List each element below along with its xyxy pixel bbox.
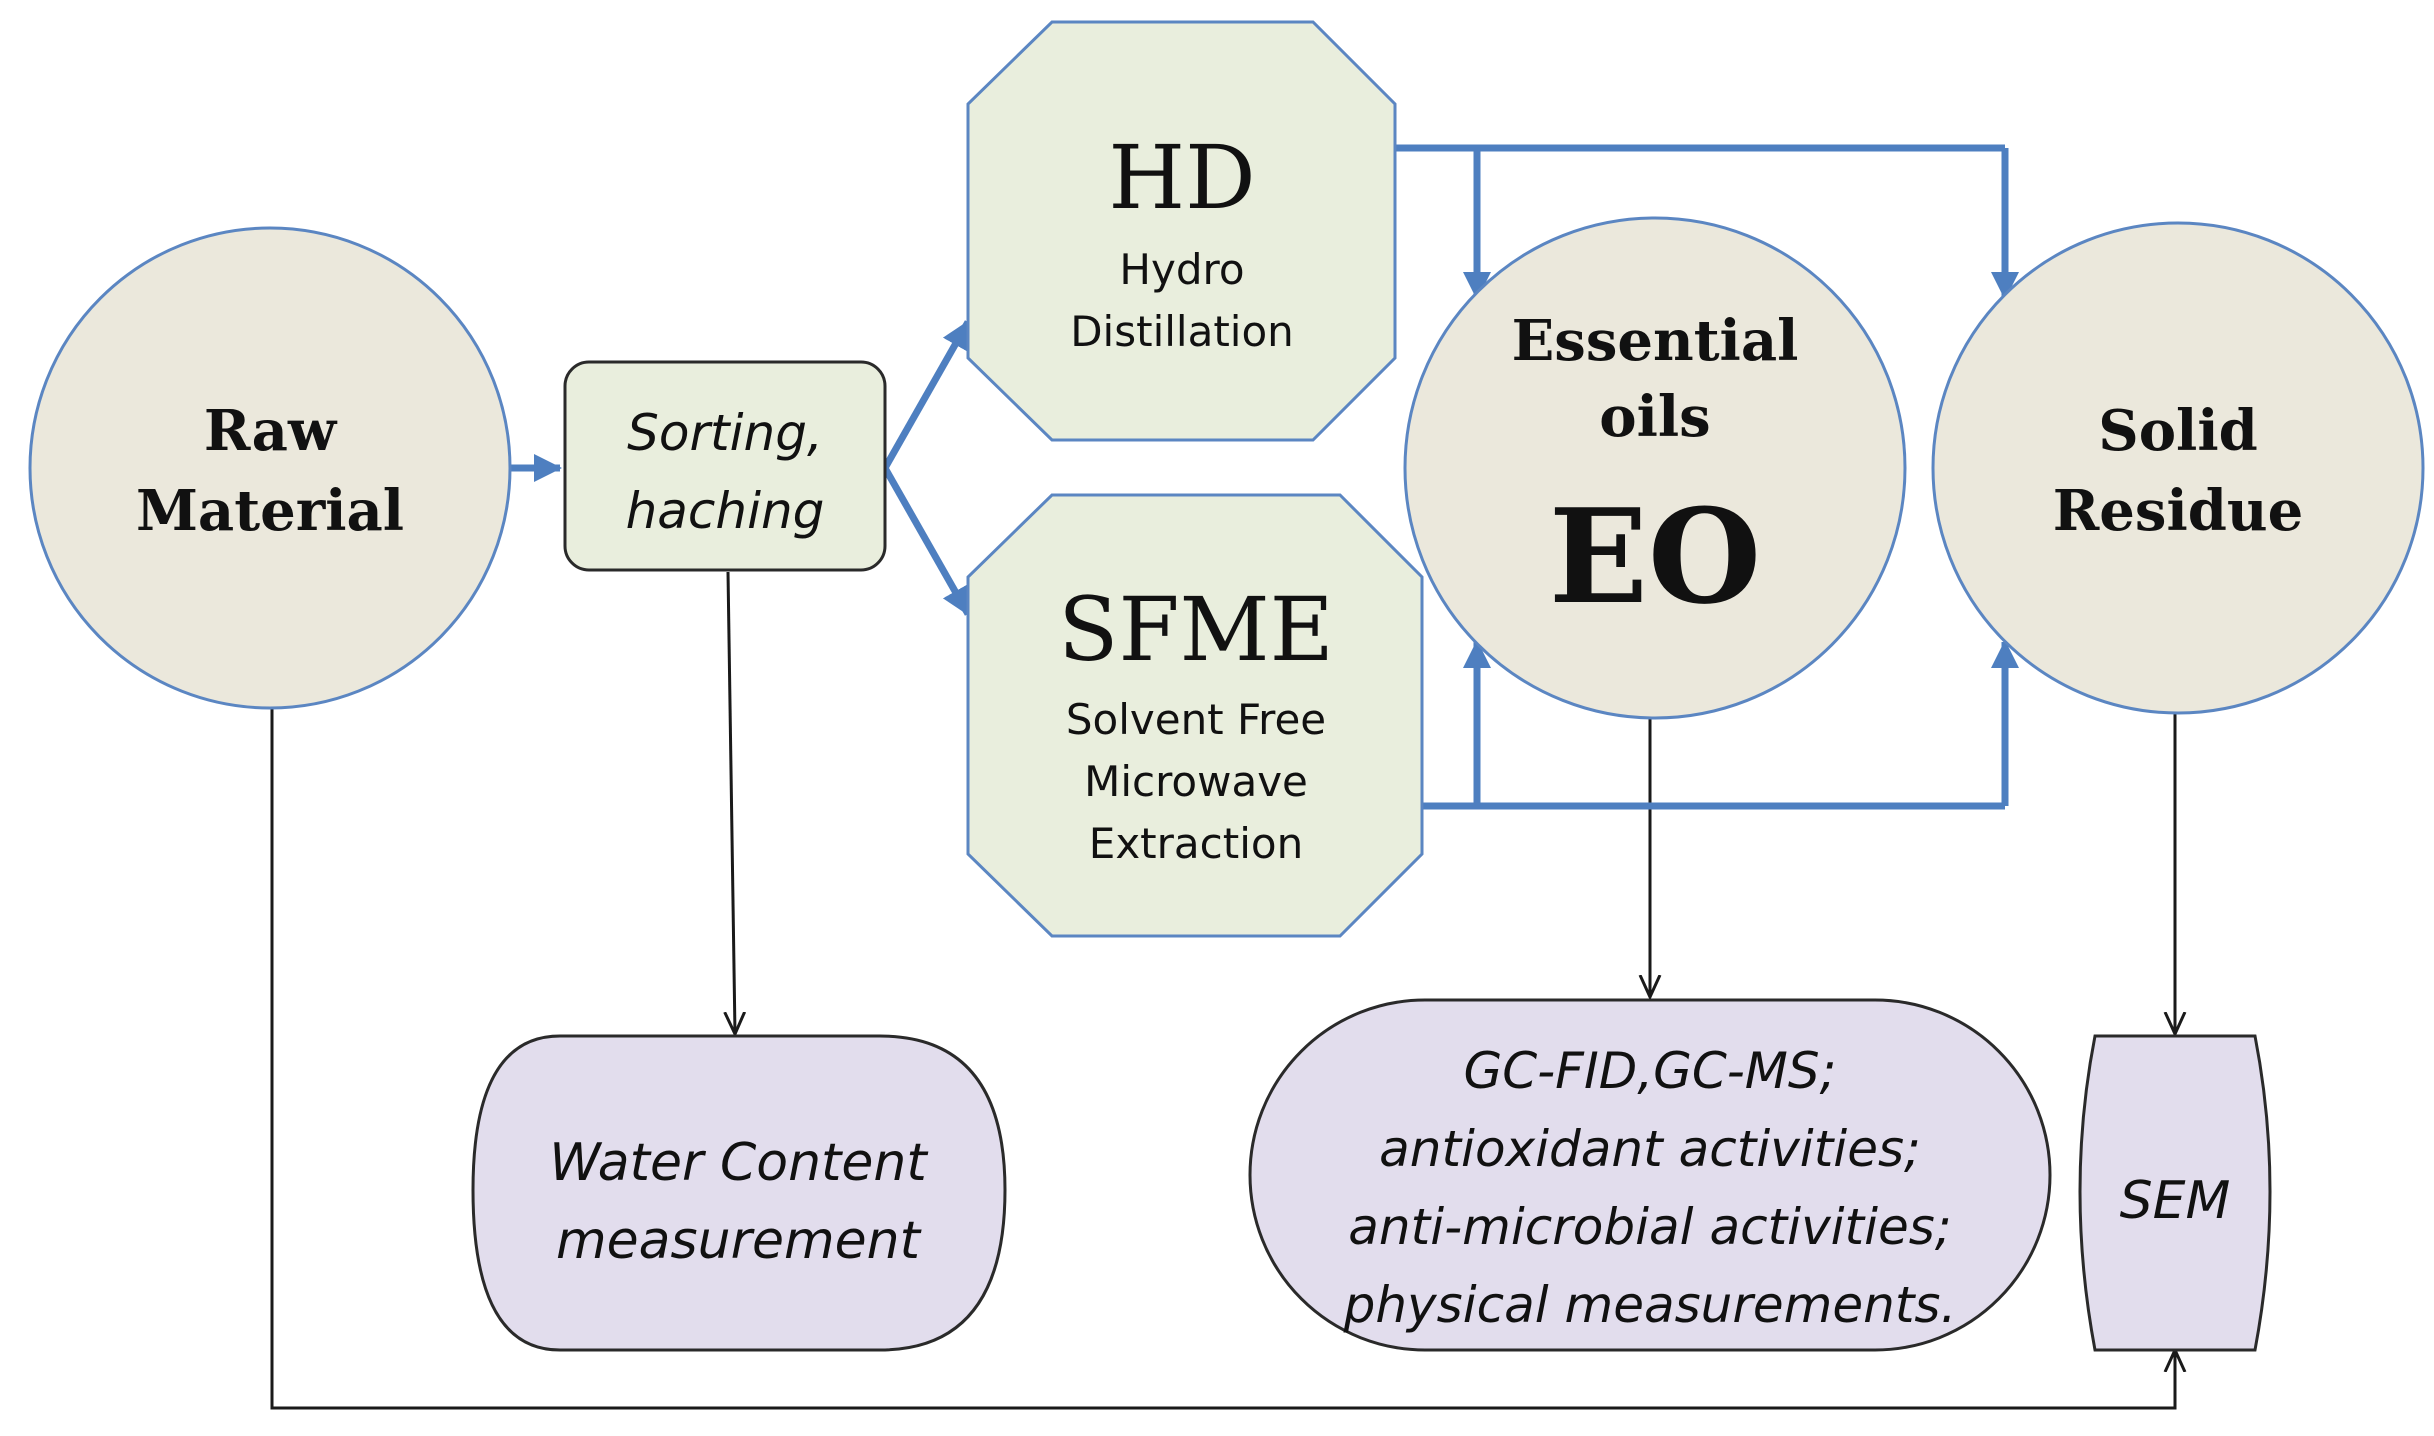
raw-material-circle xyxy=(28,226,512,710)
sorting-to-sfme-arrow xyxy=(881,466,972,616)
sfme-label-line1: Solvent Free xyxy=(1066,695,1326,744)
water-content-label-line1: Water Content xyxy=(549,1133,928,1193)
eo-analysis-label-line1: GC-FID,GC-MS; xyxy=(1463,1042,1836,1100)
solid-residue-circle xyxy=(1931,221,2425,715)
essential-oils-circle xyxy=(1403,216,1907,720)
sorting-box xyxy=(563,360,887,572)
sem-node: SEM xyxy=(2078,1034,2272,1352)
sfme-label-line2: Microwave xyxy=(1084,757,1308,806)
sfme-octagon xyxy=(966,493,1424,938)
hd-node: HD Hydro Distillation xyxy=(966,20,1397,442)
raw-material-label-line1: Raw xyxy=(204,398,338,464)
essential-oils-label-line1: Essential xyxy=(1512,308,1799,374)
sfme-abbreviation: SFME xyxy=(1058,578,1334,681)
sem-label: SEM xyxy=(2120,1171,2231,1231)
water-content-shape xyxy=(471,1034,1007,1352)
sorting-node: Sorting, haching xyxy=(563,360,887,572)
eo-analysis-label-line4: physical measurements. xyxy=(1343,1276,1957,1334)
solid-residue-node: Solid Residue xyxy=(1931,221,2425,715)
water-content-node: Water Content measurement xyxy=(471,1034,1007,1352)
eo-analysis-label-line3: anti-microbial activities; xyxy=(1348,1198,1951,1256)
raw-material-node: Raw Material xyxy=(28,226,512,710)
raw-to-sem-connector xyxy=(270,705,2175,1410)
essential-oils-abbreviation: EO xyxy=(1549,480,1761,633)
sorting-label-line1: Sorting, xyxy=(627,404,823,462)
solid-residue-label-line2: Residue xyxy=(2053,478,2303,544)
sorting-label-line2: haching xyxy=(626,482,825,540)
hd-label-line2: Distillation xyxy=(1070,307,1294,356)
hd-label-line1: Hydro xyxy=(1119,245,1244,294)
eo-analysis-node: GC-FID,GC-MS; antioxidant activities; an… xyxy=(1248,998,2052,1352)
sorting-to-water-connector xyxy=(728,571,735,1034)
water-content-label-line2: measurement xyxy=(556,1211,922,1271)
essential-oils-node: Essential oils EO xyxy=(1403,216,1907,720)
raw-material-label-line2: Material xyxy=(136,478,404,544)
hd-abbreviation: HD xyxy=(1108,126,1255,229)
solid-residue-label-line1: Solid xyxy=(2098,398,2258,464)
black-connectors xyxy=(270,571,2175,1410)
essential-oils-label-line2: oils xyxy=(1599,384,1710,450)
sem-shape xyxy=(2078,1034,2272,1352)
eo-analysis-label-line2: antioxidant activities; xyxy=(1379,1120,1921,1178)
sorting-to-hd-arrow xyxy=(881,320,972,470)
sfme-label-line3: Extraction xyxy=(1089,819,1303,868)
sfme-node: SFME Solvent Free Microwave Extraction xyxy=(966,493,1424,938)
eo-analysis-shape xyxy=(1248,998,2052,1352)
hd-octagon xyxy=(966,20,1397,442)
blue-connectors xyxy=(508,144,2019,810)
